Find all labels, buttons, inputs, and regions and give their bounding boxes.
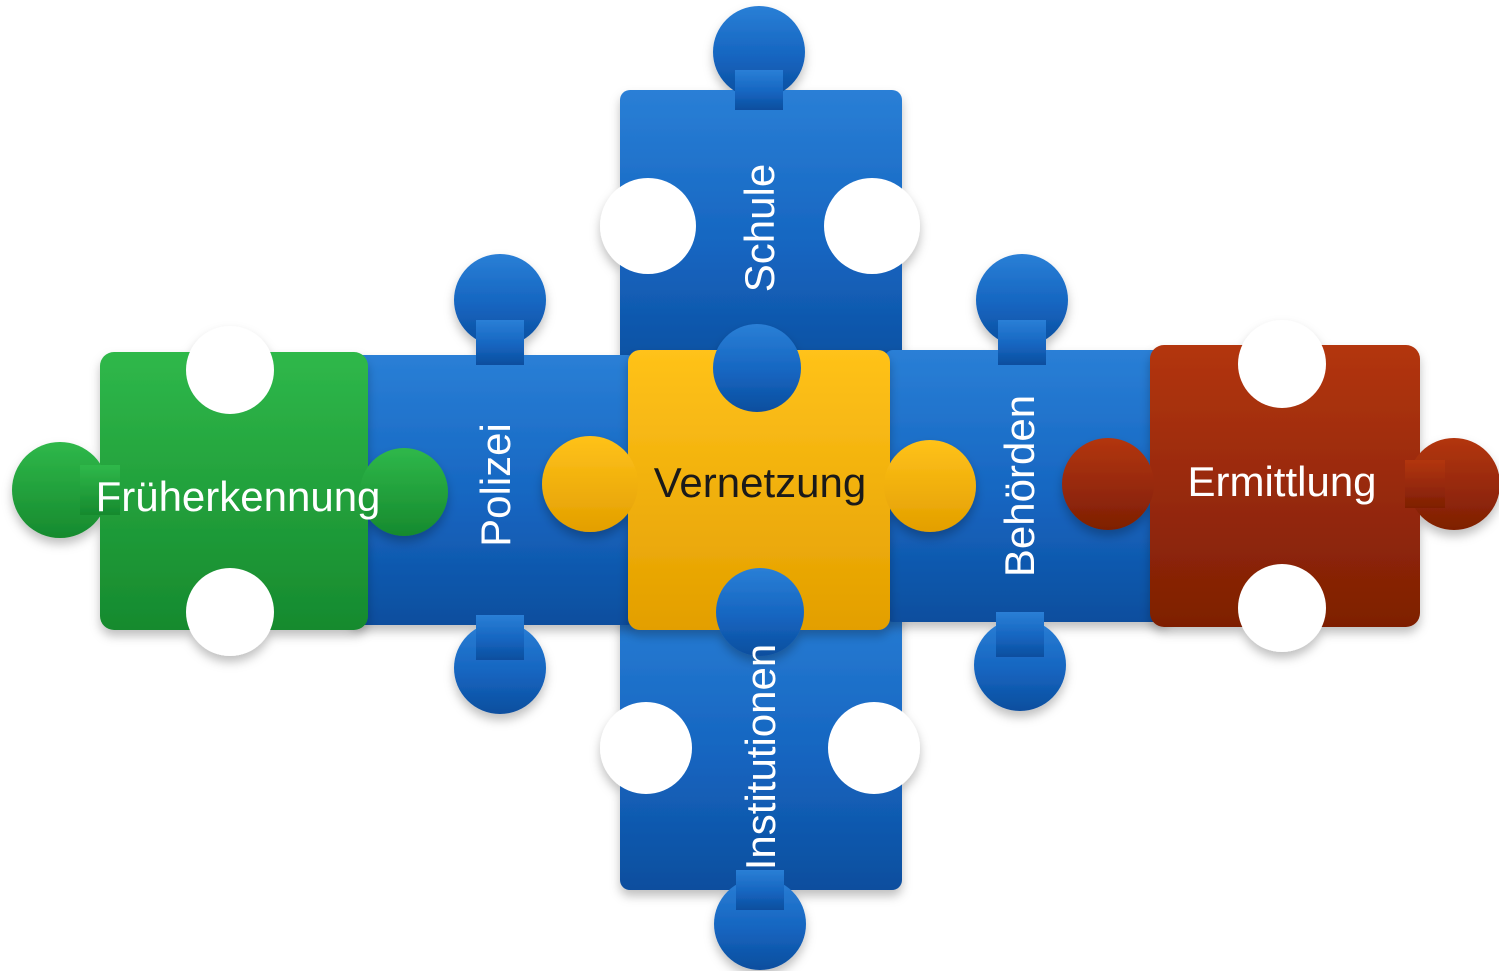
label-top: Schule: [736, 164, 783, 292]
puzzle-piece-left: [12, 326, 448, 656]
puzzle-piece-inner-left: [350, 254, 635, 714]
label-center: Vernetzung: [654, 459, 867, 506]
label-bottom: Institutionen: [737, 644, 784, 871]
label-right: Ermittlung: [1187, 458, 1376, 505]
puzzle-piece-inner-right: [885, 254, 1170, 711]
puzzle-piece-bottom: [600, 590, 920, 970]
label-inner-left: Polizei: [472, 423, 519, 547]
puzzle-piece-center: [542, 324, 976, 656]
label-left: Früherkennung: [96, 473, 381, 520]
puzzle-piece-right: [1062, 320, 1499, 652]
label-inner-right: Behörden: [996, 395, 1043, 577]
puzzle-piece-top: [600, 6, 920, 380]
